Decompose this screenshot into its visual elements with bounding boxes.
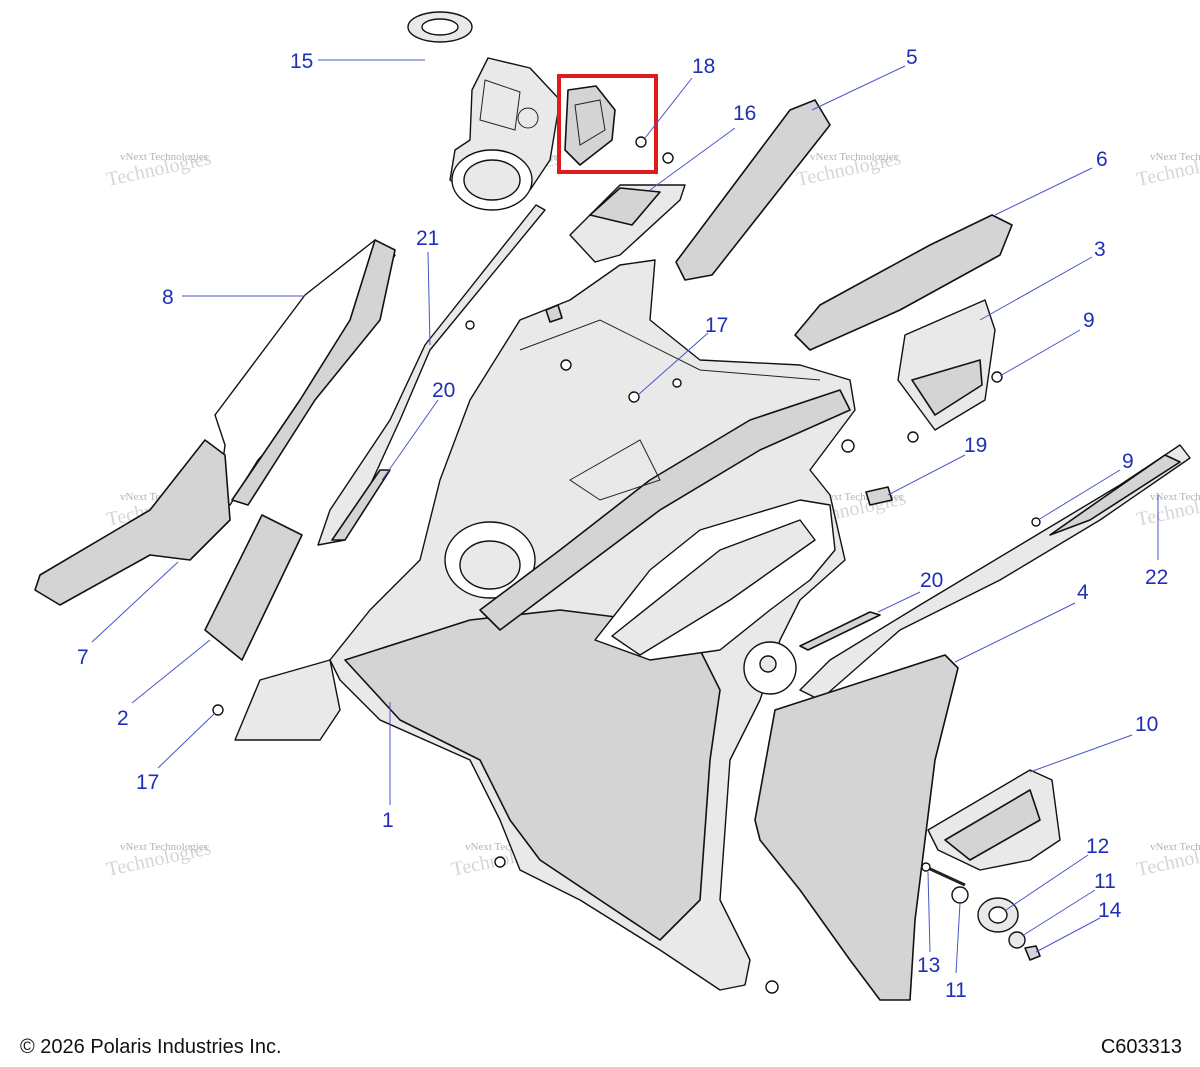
footer-copyright: © 2026 Polaris Industries Inc. [20, 1036, 282, 1058]
callout-9[interactable]: 9 [1083, 309, 1095, 332]
part-flat-sheet [204, 514, 303, 661]
part-lower-strip [799, 611, 881, 651]
part-trim-strip [317, 204, 546, 546]
callout-20[interactable]: 20 [432, 379, 455, 402]
watermark-text: vNext Technologies [1150, 841, 1200, 853]
callout-19[interactable]: 19 [964, 434, 987, 457]
callout-8[interactable]: 8 [162, 286, 174, 309]
part-large-left-pad [214, 239, 396, 506]
callout-12[interactable]: 12 [1086, 835, 1109, 858]
callout-13[interactable]: 13 [917, 954, 940, 977]
part-lower-left-pad [34, 439, 231, 606]
watermark: vNext Technologies Technologies [1134, 147, 1200, 191]
watermark-text: vNext Technologies [1150, 491, 1200, 503]
part-right-long-panel [794, 214, 1013, 351]
callout-11[interactable]: 11 [1094, 870, 1116, 893]
callout-21[interactable]: 21 [416, 227, 439, 250]
watermark-text: vNext Technologies [120, 841, 208, 853]
watermark-text: vNext Technologies [810, 151, 898, 163]
part-lower-bracket [927, 769, 1061, 871]
part-right-side-panel [743, 641, 959, 1001]
callout-5[interactable]: 5 [906, 46, 918, 69]
part-highlighted-bracket [564, 85, 674, 166]
callout-22[interactable]: 22 [1145, 566, 1168, 589]
callout-7[interactable]: 7 [77, 646, 89, 669]
callout-labels: 15 18 16 5 6 3 9 21 8 17 20 19 9 22 20 4… [77, 46, 1168, 1002]
callout-18[interactable]: 18 [692, 55, 715, 78]
fastener-clips [212, 304, 893, 994]
watermark: vNext Technologies Technologies [104, 147, 213, 191]
callout-10[interactable]: 10 [1135, 713, 1158, 736]
parts [34, 11, 1191, 1001]
callout-9-lower[interactable]: 9 [1122, 450, 1134, 473]
callout-16[interactable]: 16 [733, 102, 756, 125]
watermark-text: vNext Technologies [1150, 151, 1200, 163]
part-right-trim-bar [799, 444, 1191, 701]
callout-4[interactable]: 4 [1077, 581, 1089, 604]
callout-2[interactable]: 2 [117, 707, 129, 730]
callout-14[interactable]: 14 [1098, 899, 1122, 922]
callout-15[interactable]: 15 [290, 50, 313, 73]
part-upper-bracket [449, 57, 561, 211]
part-center-bracket [569, 184, 686, 263]
callout-17[interactable]: 17 [705, 314, 728, 337]
watermark: vNext Technologies Technologies [794, 147, 903, 191]
part-vent-cover [897, 299, 1003, 443]
part-main-body [234, 259, 856, 991]
callout-6[interactable]: 6 [1096, 148, 1108, 171]
watermark: vNext Technologies Technologies [104, 837, 213, 881]
part-hardware-stack [921, 862, 1041, 961]
watermark: vNext Technologies Technologies [1134, 487, 1200, 531]
callout-11-lower[interactable]: 11 [945, 979, 967, 1002]
callout-1[interactable]: 1 [382, 809, 394, 832]
leader-lines [91, 59, 1159, 974]
watermark: vNext Technologies Technologies [1134, 837, 1200, 881]
callout-17-lower[interactable]: 17 [136, 771, 159, 794]
callout-20-lower[interactable]: 20 [920, 569, 943, 592]
footer-diagram-code: C603313 [1100, 1036, 1182, 1058]
part-grommet-ring [407, 11, 473, 43]
callout-3[interactable]: 3 [1094, 238, 1106, 261]
part-upper-long-panel [675, 99, 831, 281]
watermark-text: vNext Technologies [120, 151, 208, 163]
